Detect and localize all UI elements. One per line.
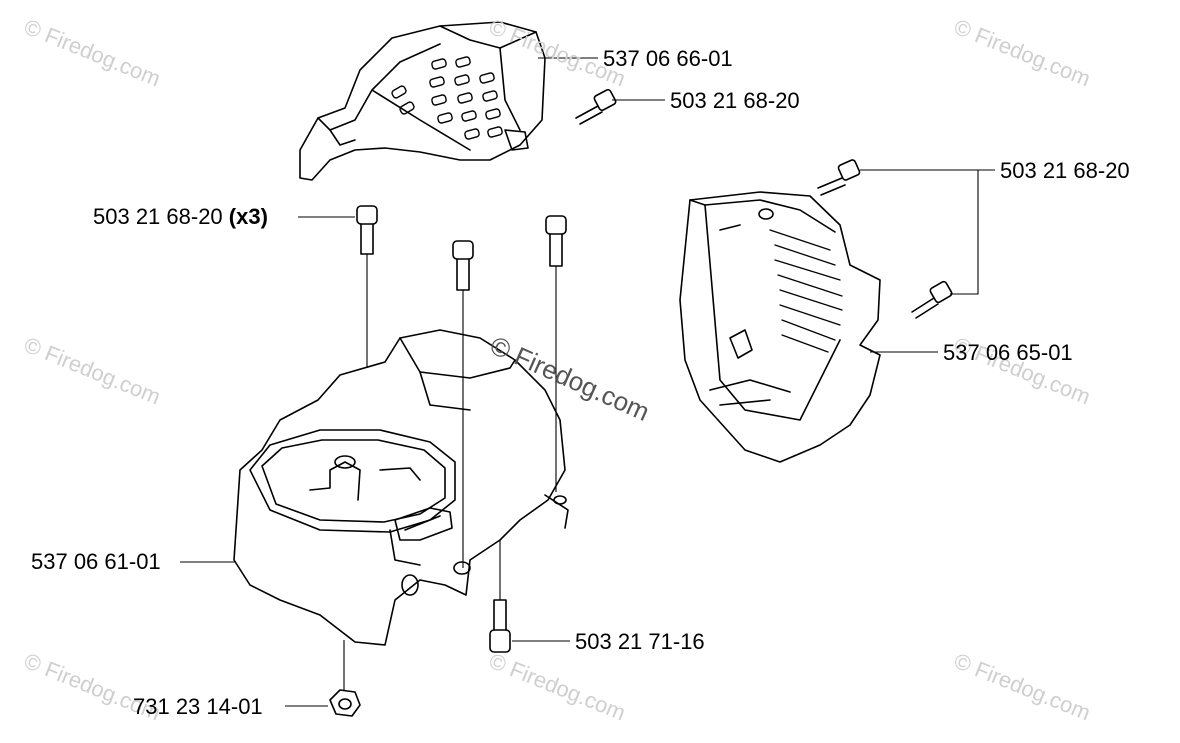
label-top-cover-screw: 503 21 68-20 xyxy=(670,88,800,113)
cylinder-screw-left xyxy=(356,205,378,255)
label-top-cover: 537 06 66-01 xyxy=(603,46,733,71)
bottom-screw xyxy=(489,599,511,653)
right-cover-screw-lower xyxy=(911,280,953,319)
cylinder-screw-right xyxy=(545,215,567,267)
top-cover-part xyxy=(299,21,546,181)
label-cylinder-screws-number: 503 21 68-20 xyxy=(93,204,223,229)
label-bottom-screw: 503 21 71-16 xyxy=(575,629,705,654)
label-nut: 731 23 14-01 xyxy=(133,694,263,719)
label-cylinder-cover: 537 06 61-01 xyxy=(31,549,161,574)
top-cover-screw xyxy=(575,88,617,125)
label-cylinder-screws: 503 21 68-20 (x3) xyxy=(93,206,268,228)
cylinder-cover-part xyxy=(233,329,569,646)
right-cover-part xyxy=(679,191,881,463)
label-right-cover: 537 06 65-01 xyxy=(943,340,1073,365)
label-cylinder-screws-qty: (x3) xyxy=(228,204,268,229)
label-right-cover-screw: 503 21 68-20 xyxy=(1000,158,1130,183)
right-cover-screw-upper xyxy=(817,159,861,196)
cylinder-screw-middle xyxy=(452,240,474,291)
nut-part xyxy=(329,689,361,717)
leader-right-screw-upper xyxy=(860,169,979,295)
